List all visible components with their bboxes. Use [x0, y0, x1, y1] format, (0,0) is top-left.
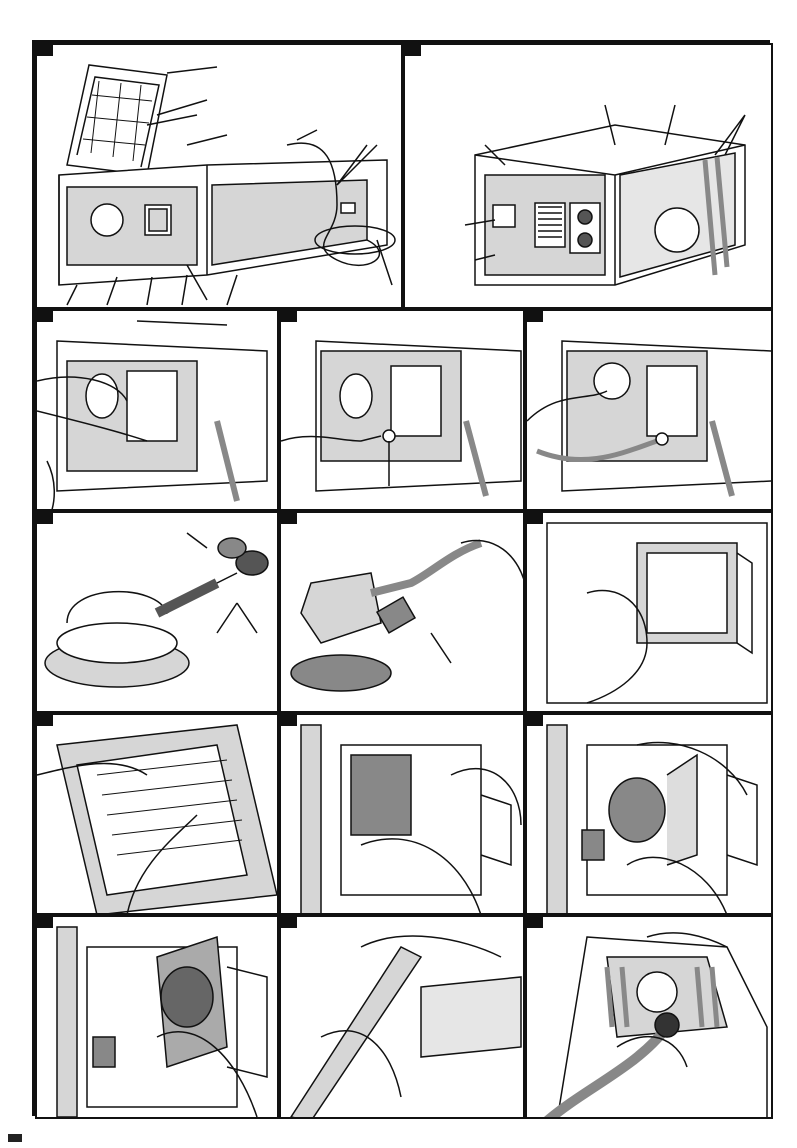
vacuum-rear-drawing [405, 45, 773, 309]
panel-1-vacuum-front [35, 43, 403, 309]
sander-adapters-drawing [37, 513, 279, 713]
panel-5-extraction-hose [525, 309, 773, 511]
panel-13-edge-cleaning [279, 915, 525, 1119]
filter-removal-drawing [527, 513, 773, 713]
panel-14-rear-hose [525, 915, 773, 1119]
illustration-sheet [32, 40, 770, 1116]
bag-opening-drawing [527, 715, 773, 915]
panel-7-sander-hose [279, 511, 525, 713]
panel-3-power-cord [35, 309, 279, 511]
panel-10-bag-removal [279, 713, 525, 915]
bag-removal-drawing [281, 715, 525, 915]
extraction-hose-drawing [527, 311, 773, 511]
air-connector-drawing [281, 311, 525, 511]
panel-8-filter-removal [525, 511, 773, 713]
footer-mark [8, 1134, 22, 1142]
panel-11-bag-opening [525, 713, 773, 915]
vacuum-front-drawing [37, 45, 403, 309]
power-cord-drawing [37, 311, 279, 511]
bag-sealing-drawing [37, 917, 279, 1119]
filter-inspect-drawing [37, 715, 279, 915]
panel-12-bag-sealing [35, 915, 279, 1119]
edge-cleaning-drawing [281, 917, 525, 1119]
sander-hose-drawing [281, 513, 525, 713]
rear-hose-drawing [527, 917, 773, 1119]
panel-6-sander-adapters [35, 511, 279, 713]
panel-2-vacuum-rear [403, 43, 773, 309]
panel-4-air-connector [279, 309, 525, 511]
panel-9-filter-inspect [35, 713, 279, 915]
